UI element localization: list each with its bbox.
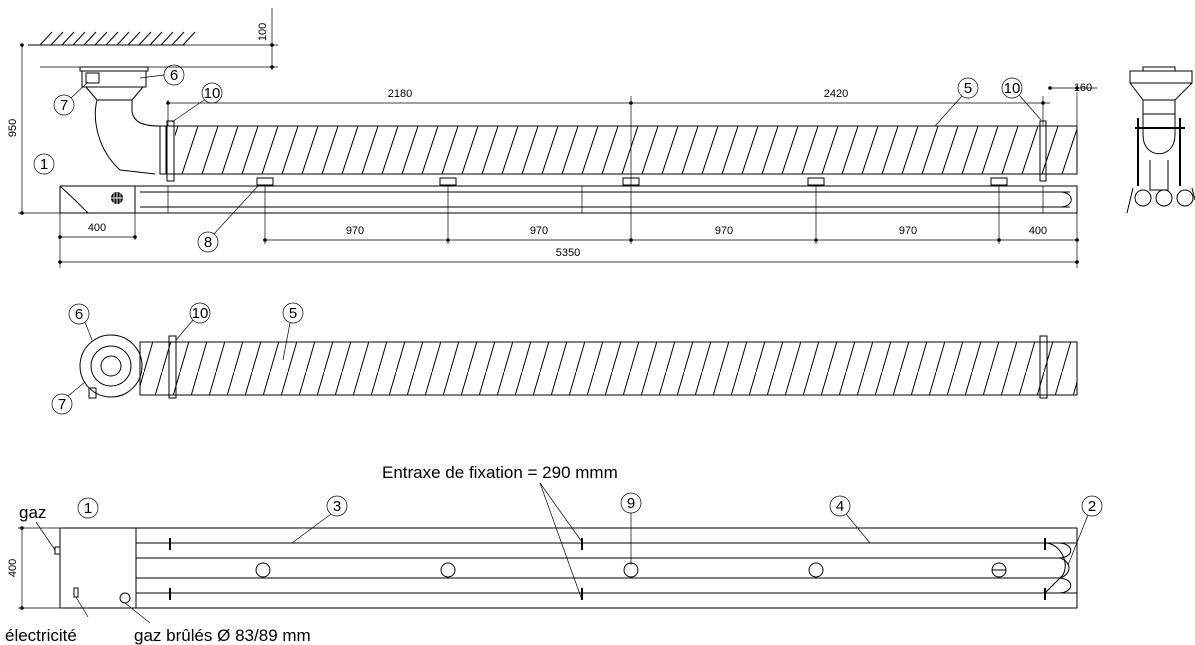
hanger-bracket: [439, 177, 457, 186]
ceiling-hatch-line: [50, 31, 64, 46]
label-electricite: électricité: [5, 626, 77, 645]
dimension-top-row: 2180 2420 160: [166, 82, 1097, 186]
dimension-400-end: 400: [1029, 225, 1047, 237]
ceiling-hatch-line: [182, 31, 196, 46]
ceiling-hatch-line: [39, 31, 53, 46]
dimension-400-burner: 400: [88, 222, 106, 234]
elevation-view: 100 950: [7, 8, 1097, 268]
callout-4: 4: [836, 498, 844, 515]
dimension-2420: 2420: [824, 88, 848, 100]
top-view: 6 10 5 7: [51, 302, 1078, 415]
callout-10-left: 10: [204, 85, 221, 102]
dimension-2180: 2180: [388, 88, 412, 100]
plan-view: Entraxe de fixation = 290 mmm 400 gaz él…: [5, 463, 1103, 645]
dimension-400-plan: 400: [7, 559, 19, 577]
dimension-970-4: 970: [899, 225, 917, 237]
callout-10-top: 10: [192, 305, 209, 322]
ceiling-hatch-line: [94, 31, 108, 46]
callout-5-elev: 5: [964, 80, 972, 97]
callout-10-right: 10: [1004, 80, 1021, 97]
ceiling-hatch-line: [83, 31, 97, 46]
dimension-total: 5350: [58, 213, 1079, 268]
burner-grille-icon: [111, 192, 123, 204]
dimension-950: 950: [7, 119, 19, 137]
dimension-tick: [263, 238, 267, 242]
dimension-tick: [446, 238, 450, 242]
dimension-burner-length: 400: [58, 213, 137, 268]
dimension-160: 160: [1074, 82, 1092, 94]
burner-and-reflector: [59, 177, 1078, 214]
label-gaz-brules: gaz brûlés Ø 83/89 mm: [134, 626, 311, 645]
ceiling-hatch-line: [160, 31, 174, 46]
callout-7-top: 7: [58, 396, 66, 413]
dimension-970-3: 970: [715, 225, 733, 237]
support-hole: [808, 562, 824, 578]
ceiling-hatch-line: [127, 31, 141, 46]
callout-9: 9: [627, 495, 635, 512]
dimension-height: 950: [7, 43, 60, 215]
dimension-970-1: 970: [346, 225, 364, 237]
fixation-label: Entraxe de fixation = 290 mmm: [382, 463, 618, 482]
callout-6: 6: [170, 67, 178, 84]
dimension-hanger-spacing: 970 970 970 970 400: [263, 186, 1079, 244]
ceiling-hatch-line: [138, 31, 152, 46]
callout-8: 8: [204, 234, 212, 251]
ceiling-hatch-line: [61, 31, 75, 46]
hanger-bracket: [807, 177, 825, 186]
label-gaz: gaz: [19, 503, 46, 522]
ceiling-hatch-line: [72, 31, 86, 46]
callout-1-plan: 1: [84, 500, 92, 517]
dimension-5350: 5350: [556, 247, 580, 259]
dimension-970-2: 970: [530, 225, 548, 237]
ceiling-hatch-line: [171, 31, 185, 46]
support-hole: [623, 562, 639, 578]
ceiling-hatch-line: [116, 31, 130, 46]
callout-6-top: 6: [75, 306, 83, 323]
callout-1-elev: 1: [40, 156, 48, 173]
callout-2: 2: [1088, 498, 1096, 515]
ceiling: [28, 31, 196, 46]
dimension-tick: [629, 238, 633, 242]
radiant-tube: [165, 120, 1078, 182]
callout-3: 3: [333, 498, 341, 515]
ceiling-hatch-line: [149, 31, 163, 46]
support-hole: [440, 562, 456, 578]
dimension-tick: [997, 238, 1001, 242]
callouts-elevation: 6 7 10 5 10 1 8: [33, 64, 1042, 253]
hanger-bracket: [256, 177, 274, 186]
hanger-bracket: [990, 177, 1008, 186]
fan-elbow: [79, 66, 167, 175]
callout-7: 7: [60, 97, 68, 114]
ceiling-hatch-line: [105, 31, 119, 46]
dimension-tick: [814, 238, 818, 242]
dimension-ceiling-gap: 100: [40, 8, 278, 70]
side-view: [1126, 66, 1195, 214]
dimension-100: 100: [257, 23, 269, 41]
support-hole: [255, 562, 271, 578]
callout-5-top: 5: [289, 305, 297, 322]
